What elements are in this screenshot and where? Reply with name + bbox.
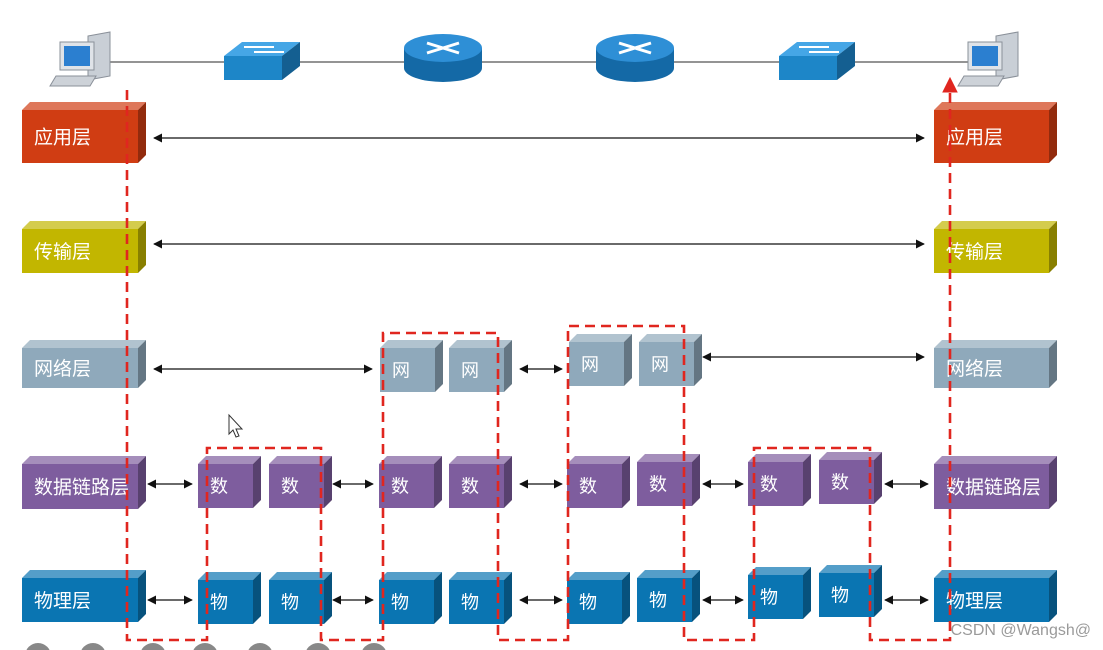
switch-icon bbox=[779, 42, 855, 80]
datalink-chip-2-label: 数 bbox=[281, 476, 299, 497]
toolbar-button-icon-6[interactable] bbox=[305, 643, 331, 650]
datalink-chip-8-label: 数 bbox=[831, 472, 849, 493]
physical-chip-8: 物 bbox=[819, 565, 882, 617]
datalink-chip-5: 数 bbox=[567, 456, 630, 508]
physical-chip-6-label: 物 bbox=[649, 590, 667, 611]
physical-chip-1: 物 bbox=[198, 572, 261, 624]
datalink-chip-3-label: 数 bbox=[391, 476, 409, 497]
physical-chip-4: 物 bbox=[449, 572, 512, 624]
right-transport-layer-label: 传输层 bbox=[946, 241, 1003, 263]
datalink-chip-2: 数 bbox=[269, 456, 332, 508]
toolbar-button-icon-2[interactable] bbox=[80, 643, 106, 650]
left-physical-layer-label: 物理层 bbox=[34, 590, 91, 612]
network-chip-4: 网 bbox=[639, 334, 702, 386]
switch-icon bbox=[224, 42, 300, 80]
network-chip-2-label: 网 bbox=[461, 360, 479, 381]
physical-chip-5: 物 bbox=[567, 572, 630, 624]
datalink-chip-5-label: 数 bbox=[579, 476, 597, 497]
datalink-chip-3: 数 bbox=[379, 456, 442, 508]
datalink-chip-7: 数 bbox=[748, 454, 811, 506]
network-chip-1-label: 网 bbox=[392, 360, 410, 381]
physical-chip-1-label: 物 bbox=[210, 592, 228, 613]
datalink-chip-6-label: 数 bbox=[649, 474, 667, 495]
datalink-chip-4-label: 数 bbox=[461, 476, 479, 497]
physical-chip-8-label: 物 bbox=[831, 585, 849, 606]
toolbar-button-icon-1[interactable] bbox=[25, 643, 51, 650]
right-transport-layer: 传输层 bbox=[934, 221, 1057, 273]
right-physical-layer: 物理层 bbox=[934, 570, 1057, 622]
network-chip-1: 网 bbox=[380, 340, 443, 392]
datalink-chip-7-label: 数 bbox=[760, 474, 778, 495]
toolbar-button-icon-3[interactable] bbox=[140, 643, 166, 650]
right-datalink-layer-label: 数据链路层 bbox=[946, 476, 1041, 498]
left-datalink-layer-label: 数据链路层 bbox=[34, 476, 129, 498]
left-network-layer-label: 网络层 bbox=[34, 358, 91, 380]
physical-chip-4-label: 物 bbox=[461, 592, 479, 613]
datalink-chip-4: 数 bbox=[449, 456, 512, 508]
router-icon bbox=[404, 34, 482, 82]
left-network-layer: 网络层 bbox=[22, 340, 146, 388]
toolbar-button-icon-4[interactable] bbox=[192, 643, 218, 650]
toolbar-button-icon-5[interactable] bbox=[247, 643, 273, 650]
datalink-chip-8: 数 bbox=[819, 452, 882, 504]
physical-chip-7: 物 bbox=[748, 567, 811, 619]
network-chip-3: 网 bbox=[569, 334, 632, 386]
physical-chip-2: 物 bbox=[269, 572, 332, 624]
network-chip-2: 网 bbox=[449, 340, 512, 392]
right-network-layer: 网络层 bbox=[934, 340, 1057, 388]
physical-chip-3-label: 物 bbox=[391, 592, 409, 613]
network-chip-3-label: 网 bbox=[581, 354, 599, 375]
network-chip-4-label: 网 bbox=[651, 354, 669, 375]
computer-icon bbox=[49, 31, 111, 87]
left-physical-layer: 物理层 bbox=[22, 570, 146, 622]
right-physical-layer-label: 物理层 bbox=[946, 590, 1003, 612]
mouse-cursor-icon bbox=[228, 413, 244, 438]
physical-chip-6: 物 bbox=[637, 570, 700, 622]
datalink-chip-1-label: 数 bbox=[210, 476, 228, 497]
data-flow-path bbox=[125, 76, 958, 642]
computer-icon bbox=[957, 31, 1019, 87]
watermark: CSDN @Wangsh@ bbox=[950, 622, 1091, 639]
datalink-chip-6: 数 bbox=[637, 454, 700, 506]
left-transport-layer: 传输层 bbox=[22, 221, 146, 273]
left-application-layer-label: 应用层 bbox=[34, 126, 91, 148]
router-icon bbox=[596, 34, 674, 82]
left-application-layer: 应用层 bbox=[22, 102, 146, 163]
left-datalink-layer: 数据链路层 bbox=[22, 456, 146, 509]
right-network-layer-label: 网络层 bbox=[946, 358, 1003, 380]
physical-chip-7-label: 物 bbox=[760, 587, 778, 608]
right-datalink-layer: 数据链路层 bbox=[934, 456, 1057, 509]
left-transport-layer-label: 传输层 bbox=[34, 241, 91, 263]
physical-chip-2-label: 物 bbox=[281, 592, 299, 613]
physical-chip-3: 物 bbox=[379, 572, 442, 624]
physical-chip-5-label: 物 bbox=[579, 592, 597, 613]
right-application-layer: 应用层 bbox=[934, 102, 1057, 163]
right-application-layer-label: 应用层 bbox=[946, 126, 1003, 148]
toolbar-button-icon-7[interactable] bbox=[361, 643, 387, 650]
video-toolbar bbox=[25, 643, 387, 650]
